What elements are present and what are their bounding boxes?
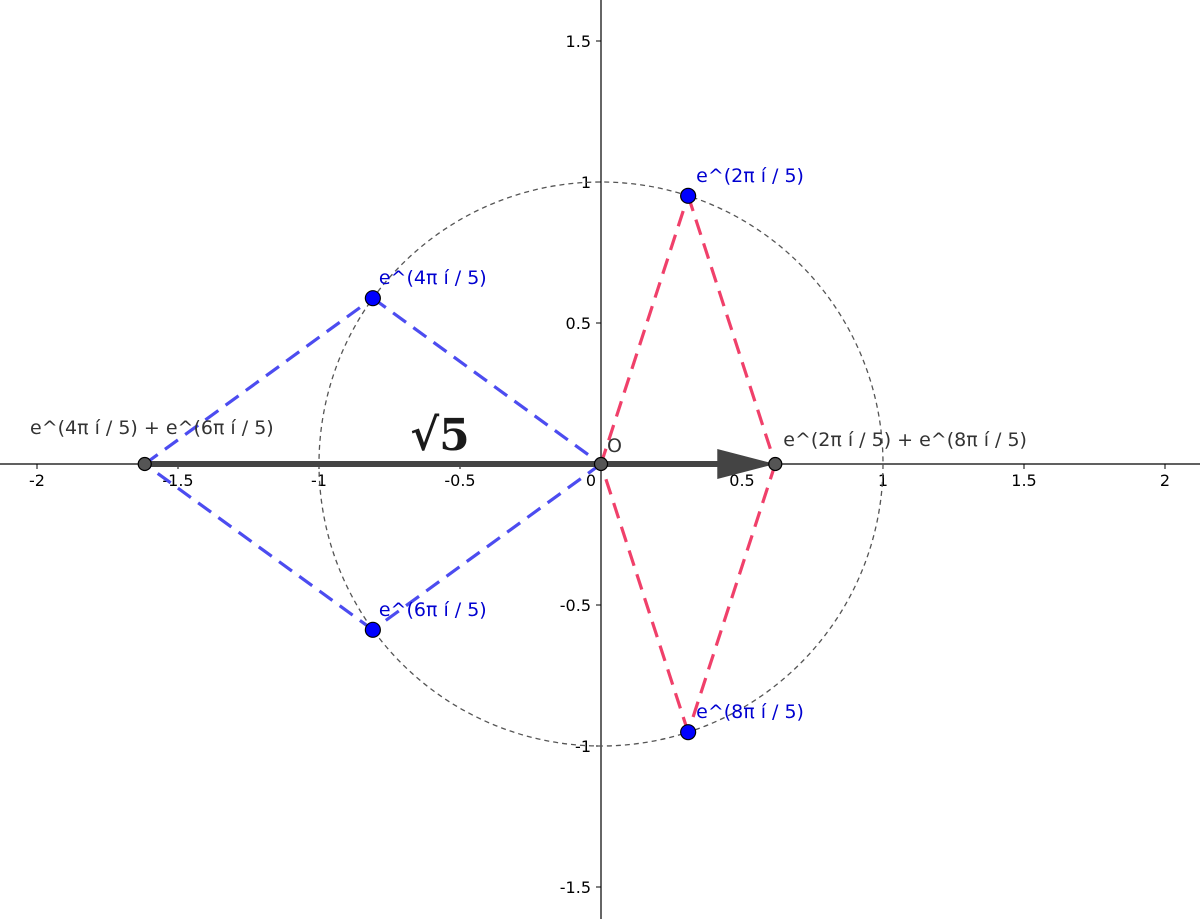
root-point bbox=[364, 290, 381, 307]
root-point bbox=[680, 724, 697, 741]
y-tick-label: 1 bbox=[581, 173, 591, 192]
point-labels: e^(2π í / 5) e^(4π í / 5) e^(6π í / 5) e^(8… bbox=[30, 165, 1027, 723]
root-point bbox=[680, 187, 697, 204]
blue-edge bbox=[143, 296, 374, 466]
sum-point bbox=[137, 456, 152, 472]
sum-label: e^(2π í / 5) + e^(8π í / 5) bbox=[783, 429, 1027, 451]
red-edge bbox=[599, 463, 690, 733]
blue-edge bbox=[371, 296, 602, 466]
x-tick-label: 1.5 bbox=[1011, 471, 1036, 490]
root-label: e^(8π í / 5) bbox=[696, 701, 804, 723]
x-tick-label: -1.5 bbox=[162, 471, 193, 490]
points bbox=[137, 187, 783, 741]
y-tick-label: -0.5 bbox=[560, 596, 591, 615]
x-tick-label: -2 bbox=[29, 471, 45, 490]
y-tick-label: -1.5 bbox=[560, 878, 591, 897]
sum-label: e^(4π í / 5) + e^(6π í / 5) bbox=[30, 417, 274, 439]
red-edge bbox=[686, 195, 777, 465]
rhombus-edges bbox=[143, 195, 777, 733]
sum-vector: √5 bbox=[144, 410, 776, 479]
root-label: e^(4π í / 5) bbox=[379, 267, 487, 289]
vector-arrowhead bbox=[717, 449, 776, 479]
y-tick-label: 1.5 bbox=[566, 32, 591, 51]
red-edge bbox=[599, 195, 690, 465]
root-label: e^(6π í / 5) bbox=[379, 599, 487, 621]
blue-edge bbox=[371, 462, 602, 632]
x-tick-label: 2 bbox=[1160, 471, 1170, 490]
blue-edge bbox=[143, 462, 374, 632]
vector-label: √5 bbox=[410, 410, 470, 461]
red-edge bbox=[686, 463, 777, 733]
sum-point bbox=[768, 456, 783, 472]
x-tick-label: -0.5 bbox=[444, 471, 475, 490]
origin-label: O bbox=[607, 435, 622, 457]
y-tick-label: -1 bbox=[575, 737, 591, 756]
x-tick-label: 0 bbox=[586, 471, 596, 490]
x-tick-label: 1 bbox=[878, 471, 888, 490]
x-tick-label: 0.5 bbox=[729, 471, 754, 490]
origin-point bbox=[593, 456, 609, 472]
root-label: e^(2π í / 5) bbox=[696, 165, 804, 187]
root-point bbox=[364, 621, 381, 638]
y-tick-label: 0.5 bbox=[566, 314, 591, 333]
